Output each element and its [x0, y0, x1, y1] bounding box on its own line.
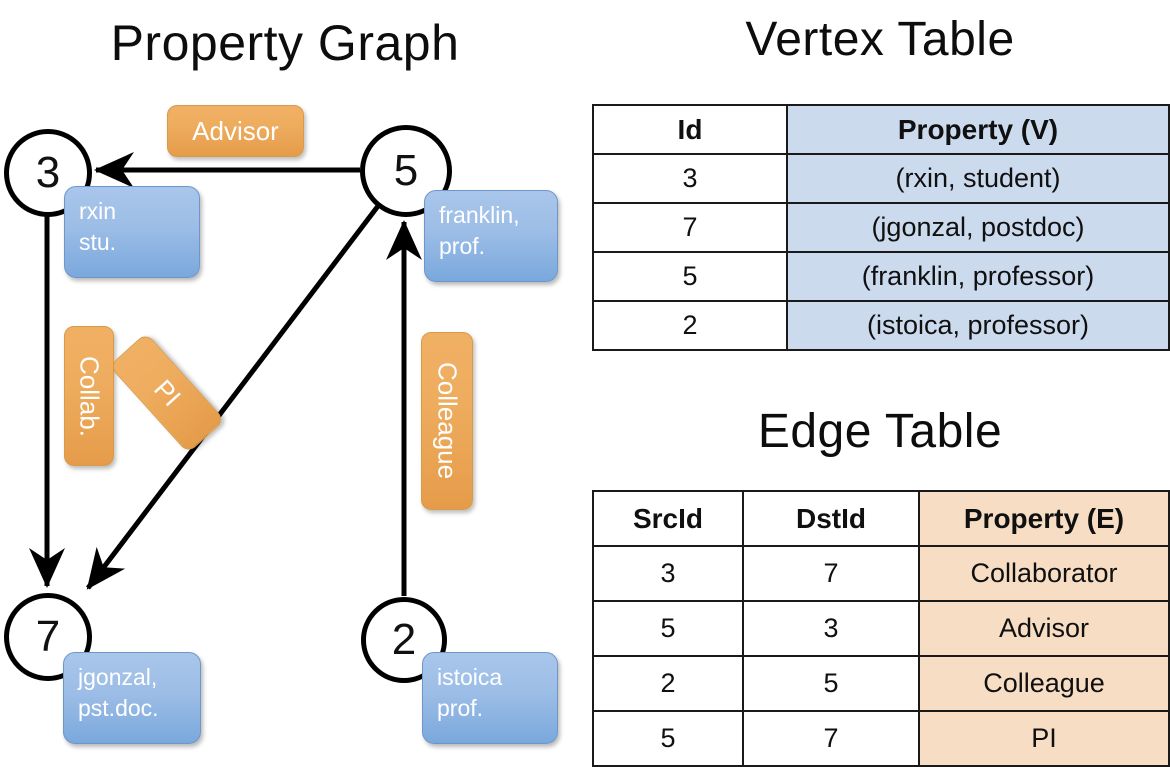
edge-table-col-srcid: SrcId — [592, 490, 744, 547]
vertex-table-col-property: Property (V) — [786, 104, 1170, 155]
edge-cell-property: Collaborator — [918, 545, 1170, 602]
vertex-cell-id: 7 — [592, 202, 788, 253]
table-row[interactable]: 2 (istoica, professor) — [592, 300, 1170, 351]
edge-cell-property: Advisor — [918, 600, 1170, 657]
edge-label-colleague-text: Colleague — [432, 362, 463, 480]
edge-label-collab: Collab. — [64, 326, 114, 466]
vertex-prop-role-3: stu. — [79, 229, 117, 256]
vertex-node-5[interactable]: 5 — [360, 125, 452, 217]
vertex-table-header-row: Id Property (V) — [592, 104, 1170, 155]
page-title-edge-table: Edge Table — [757, 405, 1003, 458]
vertex-prop-role-7: pst.doc. — [78, 695, 159, 722]
edge-cell-src: 2 — [592, 655, 744, 712]
vertex-cell-id: 5 — [592, 251, 788, 302]
vertex-property-box-5: franklin, prof. — [424, 190, 558, 282]
vertex-prop-name-5: franklin, — [439, 202, 520, 228]
vertex-prop-name-2: istoica — [437, 664, 503, 690]
page-title-vertex-table: Vertex Table — [745, 13, 1015, 66]
vertex-prop-name-7: jgonzal, — [78, 664, 158, 690]
edge-table-header-row: SrcId DstId Property (E) — [592, 490, 1170, 547]
edge-cell-property: PI — [918, 710, 1170, 767]
edge-cell-dst: 5 — [742, 655, 920, 712]
vertex-cell-property: (franklin, professor) — [786, 251, 1170, 302]
vertex-node-2[interactable]: 2 — [361, 597, 447, 683]
vertex-cell-property: (rxin, student) — [786, 153, 1170, 204]
table-row[interactable]: 5 7 PI — [592, 710, 1170, 767]
edge-label-collab-text: Collab. — [74, 355, 105, 437]
vertex-cell-property: (jgonzal, postdoc) — [786, 202, 1170, 253]
vertex-cell-id: 2 — [592, 300, 788, 351]
table-row[interactable]: 7 (jgonzal, postdoc) — [592, 202, 1170, 253]
edge-cell-dst: 3 — [742, 600, 920, 657]
edge-table-col-property: Property (E) — [918, 490, 1170, 547]
edge-cell-dst: 7 — [742, 545, 920, 602]
edge-line-5-to-7 — [86, 204, 380, 590]
table-row[interactable]: 3 (rxin, student) — [592, 153, 1170, 204]
vertex-prop-name-3: rxin — [79, 198, 117, 224]
table-row[interactable]: 5 3 Advisor — [592, 600, 1170, 657]
vertex-table-col-id: Id — [592, 104, 788, 155]
graph-edge-lines — [28, 151, 423, 596]
table-row[interactable]: 2 5 Colleague — [592, 655, 1170, 712]
edge-cell-dst: 7 — [742, 710, 920, 767]
vertex-prop-role-5: prof. — [439, 233, 486, 260]
vertex-prop-role-2: prof. — [437, 695, 484, 722]
table-row[interactable]: 3 7 Collaborator — [592, 545, 1170, 602]
property-graph-diagram: 3 5 7 2 rxin stu. franklin, prof. jgonza… — [0, 0, 580, 760]
vertex-property-box-2: istoica prof. — [422, 652, 558, 744]
edge-cell-property: Colleague — [918, 655, 1170, 712]
vertex-property-box-3: rxin stu. — [64, 186, 200, 278]
edge-label-advisor-text: Advisor — [192, 115, 279, 146]
edge-label-advisor: Advisor — [167, 105, 304, 157]
edge-table-col-dstid: DstId — [742, 490, 920, 547]
vertex-table: Id Property (V) 3 (rxin, student) 7 (jgo… — [592, 104, 1170, 351]
vertex-cell-id: 3 — [592, 153, 788, 204]
edge-cell-src: 3 — [592, 545, 744, 602]
edge-table: SrcId DstId Property (E) 3 7 Collaborato… — [592, 490, 1170, 767]
vertex-property-box-7: jgonzal, pst.doc. — [63, 652, 201, 744]
page-title-property-graph: Property Graph — [110, 15, 460, 71]
table-row[interactable]: 5 (franklin, professor) — [592, 251, 1170, 302]
vertex-cell-property: (istoica, professor) — [786, 300, 1170, 351]
edge-cell-src: 5 — [592, 710, 744, 767]
edge-label-pi-text: PI — [147, 373, 187, 412]
edge-label-colleague: Colleague — [421, 332, 473, 510]
edge-cell-src: 5 — [592, 600, 744, 657]
